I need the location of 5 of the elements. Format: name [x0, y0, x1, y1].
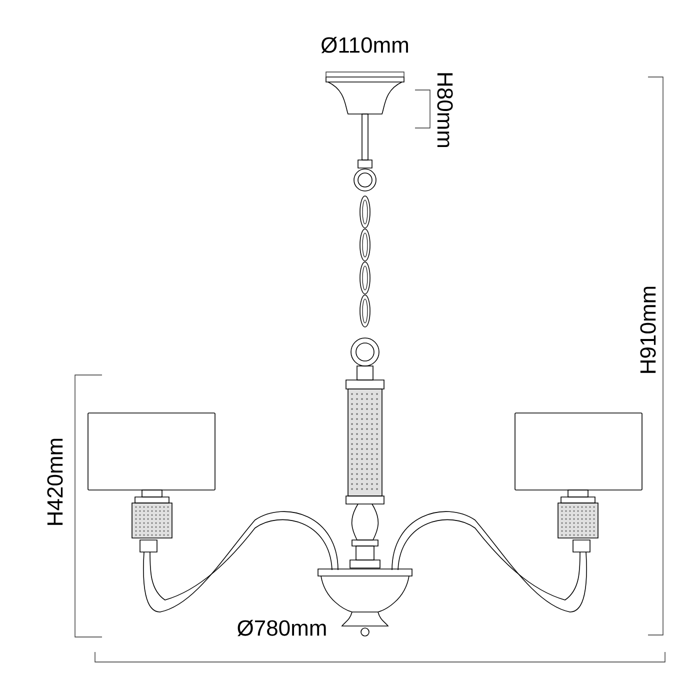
dimension-label: H420mm	[47, 438, 63, 525]
dimension-label: Ø110mm	[321, 36, 408, 54]
dimension-label: H80mm	[437, 73, 453, 148]
dimension-label: H910mm	[640, 286, 656, 373]
dimension-label: Ø780mm	[238, 620, 326, 636]
